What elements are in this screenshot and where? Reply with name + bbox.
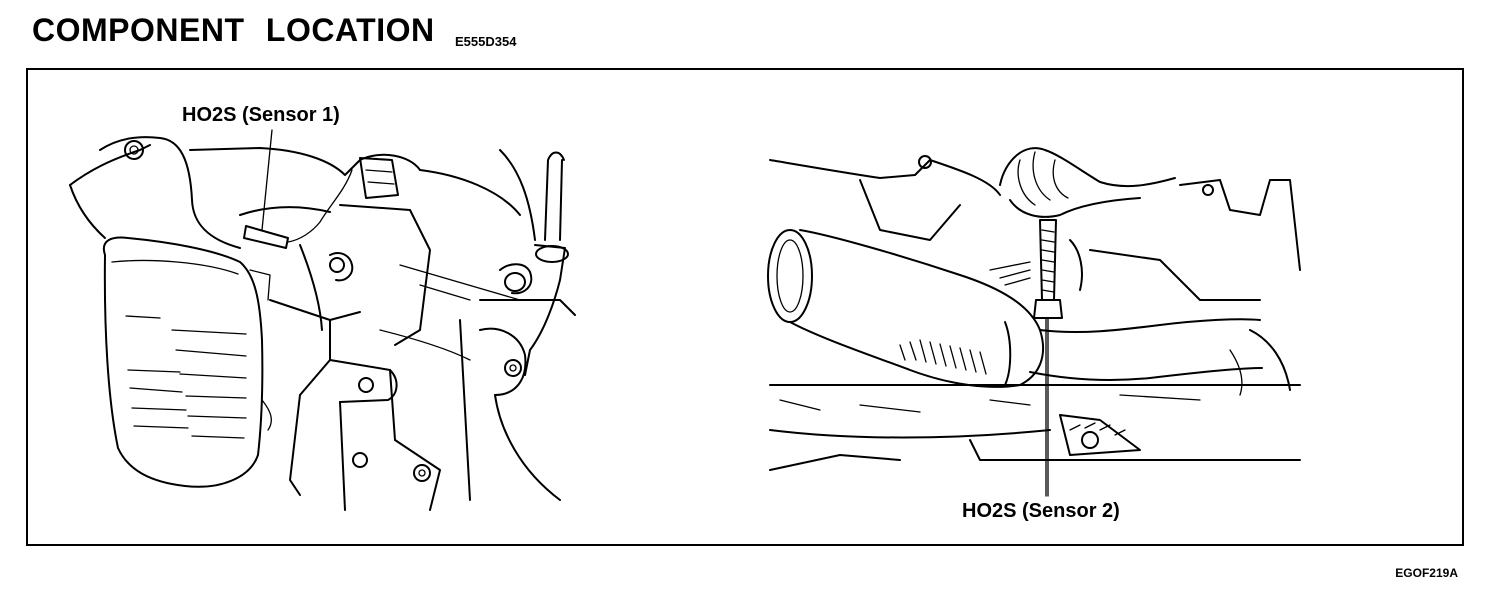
sensor-1 — [243, 225, 289, 249]
sensor-1-leader — [261, 129, 273, 231]
document-code: E555D354 — [455, 34, 517, 49]
pipe-texture — [899, 339, 987, 375]
callout-sensor-2: HO2S (Sensor 2) — [962, 500, 1120, 522]
heat-shield-slots — [125, 315, 247, 439]
figure-frame — [26, 68, 1464, 546]
catalytic-converter — [102, 236, 264, 488]
page-title: COMPONENT LOCATION — [32, 12, 435, 48]
exhaust-manifold — [69, 136, 241, 249]
callout-sensor-1: HO2S (Sensor 1) — [182, 104, 340, 126]
support-strut — [524, 244, 566, 376]
exhaust-pipe — [789, 229, 1045, 388]
right-illustration — [767, 147, 1301, 471]
driveshaft-boot — [999, 147, 1176, 188]
left-illustration — [69, 136, 576, 511]
figure-reference: EGOF219A — [1395, 566, 1458, 580]
